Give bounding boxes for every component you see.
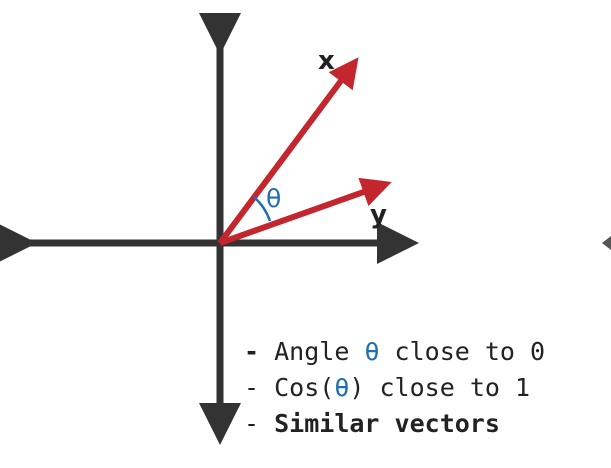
note-dash: - (244, 337, 259, 366)
partial-arrowhead-edge (602, 236, 611, 250)
vector-x-label: x (318, 46, 335, 76)
note-dash: - (244, 409, 259, 438)
note-text: close to 0 (380, 337, 546, 366)
vector-x-arrow (217, 57, 359, 245)
note-line-angle: - Angle θ close to 0 (244, 337, 545, 366)
theta-symbol: θ (334, 373, 349, 402)
vector-y-arrow (218, 177, 392, 246)
note-line-similar: - Similar vectors (244, 409, 500, 438)
theta-symbol: θ (364, 337, 379, 366)
note-bold-text: Similar vectors (274, 409, 500, 438)
theta-label: θ (266, 184, 281, 213)
note-text: Angle (274, 337, 364, 366)
note-dash: - (244, 373, 259, 402)
note-line-cos: - Cos(θ) close to 1 (244, 373, 530, 402)
angle-arc (253, 196, 272, 222)
note-text: ) close to 1 (349, 373, 530, 402)
note-text: Cos( (274, 373, 334, 402)
vector-y-label: y (370, 200, 387, 230)
